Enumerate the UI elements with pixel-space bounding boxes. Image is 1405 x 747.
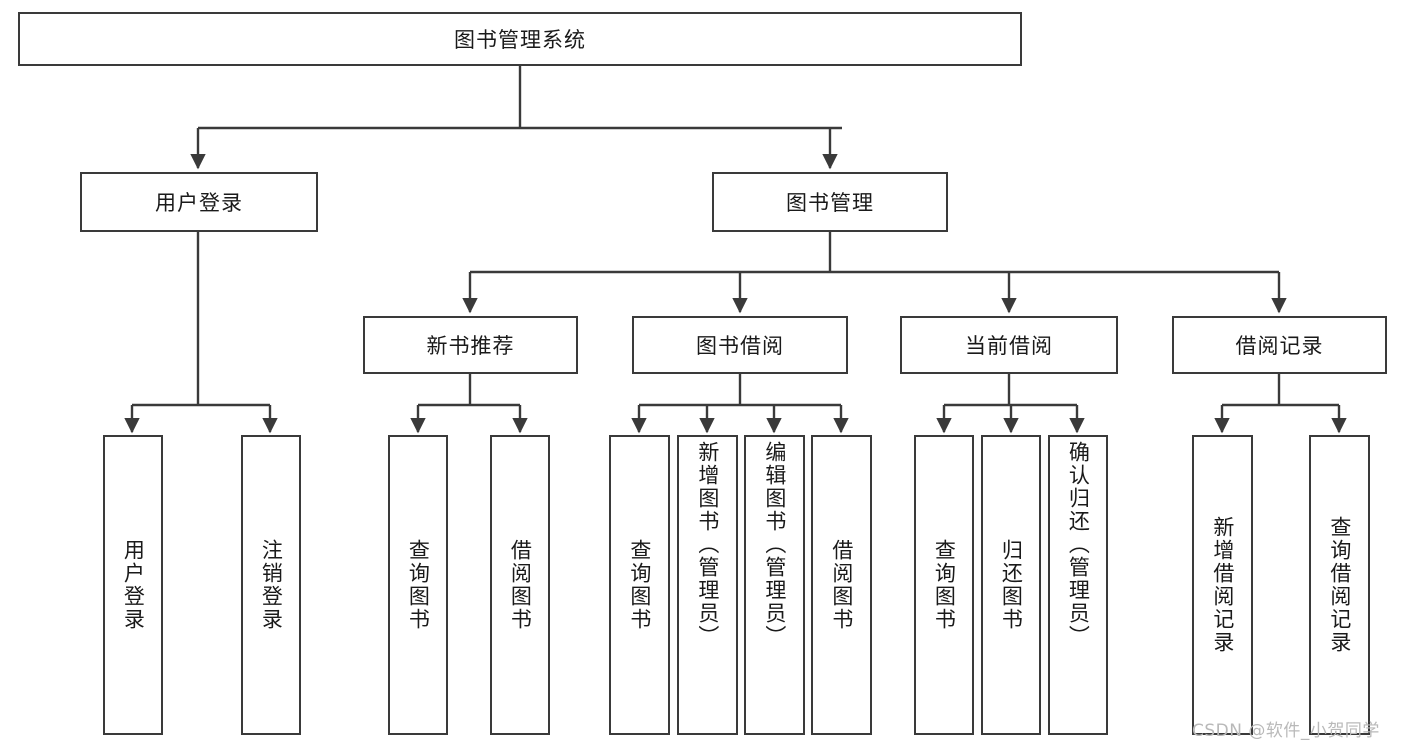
node-leaf-logout-login-label: 注销登录 (259, 539, 284, 631)
node-book-borrow[interactable]: 图书借阅 (632, 316, 848, 374)
node-leaf-query-book-3[interactable]: 查询图书 (914, 435, 974, 735)
node-leaf-confirm-return-label: 确认归还（管理员） (1066, 441, 1091, 648)
node-leaf-query-record[interactable]: 查询借阅记录 (1309, 435, 1370, 735)
node-leaf-return-book[interactable]: 归还图书 (981, 435, 1041, 735)
watermark: CSDN @软件_小贺同学 (1192, 721, 1380, 741)
node-leaf-query-book-2[interactable]: 查询图书 (609, 435, 670, 735)
node-leaf-borrow-book-1[interactable]: 借阅图书 (490, 435, 550, 735)
node-book-borrow-label: 图书借阅 (696, 334, 784, 358)
node-user-login-label: 用户登录 (155, 191, 243, 215)
node-leaf-query-book-3-label: 查询图书 (932, 539, 957, 631)
node-current-borrow-label: 当前借阅 (965, 334, 1053, 358)
node-leaf-logout-login[interactable]: 注销登录 (241, 435, 301, 735)
node-borrow-record[interactable]: 借阅记录 (1172, 316, 1387, 374)
node-current-borrow[interactable]: 当前借阅 (900, 316, 1118, 374)
node-leaf-borrow-book-1-label: 借阅图书 (508, 539, 533, 631)
node-leaf-edit-book[interactable]: 编辑图书（管理员） (744, 435, 805, 735)
node-borrow-record-label: 借阅记录 (1235, 334, 1324, 358)
node-leaf-borrow-book-2-label: 借阅图书 (829, 539, 854, 631)
node-leaf-confirm-return[interactable]: 确认归还（管理员） (1048, 435, 1108, 735)
node-leaf-add-record[interactable]: 新增借阅记录 (1192, 435, 1253, 735)
node-leaf-borrow-book-2[interactable]: 借阅图书 (811, 435, 872, 735)
node-book-manage-label: 图书管理 (786, 191, 874, 215)
node-leaf-return-book-label: 归还图书 (999, 539, 1024, 631)
node-leaf-query-book-1-label: 查询图书 (406, 539, 431, 631)
node-leaf-user-login[interactable]: 用户登录 (103, 435, 163, 735)
node-root[interactable]: 图书管理系统 (18, 12, 1022, 66)
node-leaf-add-book-label: 新增图书（管理员） (695, 441, 720, 648)
node-leaf-query-book-2-label: 查询图书 (627, 539, 652, 631)
node-leaf-query-book-1[interactable]: 查询图书 (388, 435, 448, 735)
node-new-book-recommend[interactable]: 新书推荐 (363, 316, 578, 374)
node-book-manage[interactable]: 图书管理 (712, 172, 948, 232)
node-leaf-user-login-label: 用户登录 (121, 539, 146, 631)
node-leaf-edit-book-label: 编辑图书（管理员） (762, 441, 787, 648)
node-leaf-add-record-label: 新增借阅记录 (1210, 516, 1235, 654)
node-root-label: 图书管理系统 (454, 28, 586, 52)
node-new-book-recommend-label: 新书推荐 (426, 334, 515, 358)
node-user-login[interactable]: 用户登录 (80, 172, 318, 232)
node-leaf-query-record-label: 查询借阅记录 (1327, 516, 1352, 654)
node-leaf-add-book[interactable]: 新增图书（管理员） (677, 435, 738, 735)
